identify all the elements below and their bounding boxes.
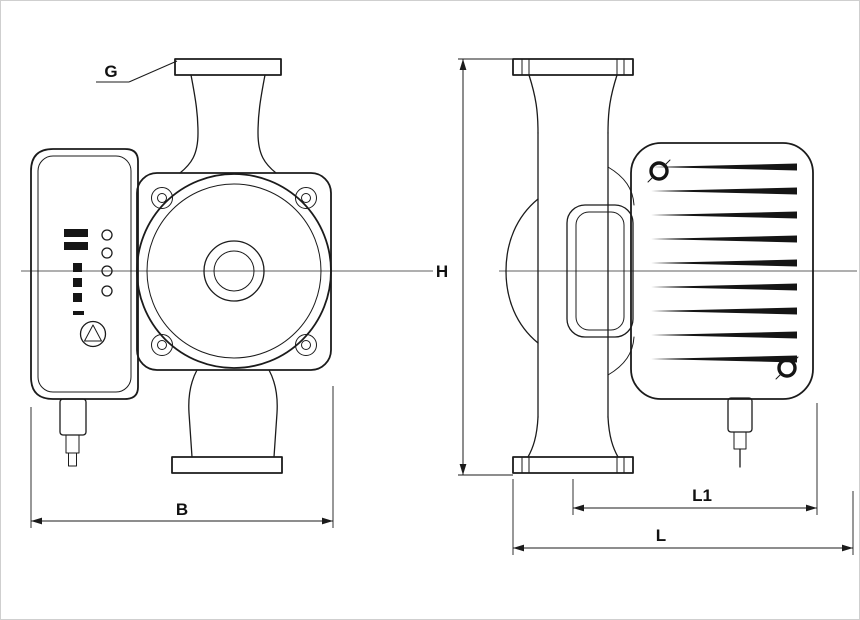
leader-g: G	[96, 60, 178, 83]
display-bar	[64, 242, 88, 250]
motor-fins	[651, 163, 797, 363]
dimension-l: L	[512, 479, 854, 555]
front-view: G B	[21, 58, 433, 528]
indicator-square	[73, 278, 82, 287]
corner-bolt	[151, 187, 173, 209]
led-circle	[101, 247, 113, 259]
dimension-h: H	[436, 58, 513, 476]
indicator-square	[73, 263, 82, 272]
display-bar	[64, 229, 88, 237]
led-circle	[101, 265, 113, 277]
led-circle	[101, 285, 113, 297]
indicator-dash	[73, 311, 84, 315]
led-circle	[101, 229, 113, 241]
cable-gland-front	[59, 398, 87, 467]
side-view: H L1 L	[436, 58, 857, 555]
label-g: G	[104, 62, 117, 81]
indicator-square	[73, 293, 82, 302]
top-flange-side	[512, 58, 634, 76]
bottom-flange-side	[512, 456, 634, 474]
corner-bolt	[295, 334, 317, 356]
bottom-flange-front	[171, 369, 283, 474]
logo-triangle-icon	[79, 320, 107, 348]
pump-housing	[136, 172, 332, 371]
motor-bolt	[775, 356, 799, 380]
cable-gland-side	[727, 397, 753, 468]
dimension-h-label: H	[436, 262, 448, 281]
corner-bolt	[295, 187, 317, 209]
motor-housing	[630, 142, 814, 400]
top-flange-front	[174, 58, 282, 174]
dimension-b: B	[30, 386, 334, 528]
control-box	[30, 148, 139, 400]
corner-bolt	[151, 334, 173, 356]
dimension-l1: L1	[572, 403, 818, 515]
dimension-b-label: B	[176, 500, 188, 519]
motor-bolt	[647, 159, 671, 183]
pump-body-side	[505, 74, 635, 458]
dimension-l-label: L	[656, 526, 666, 545]
dimension-l1-label: L1	[692, 486, 712, 505]
